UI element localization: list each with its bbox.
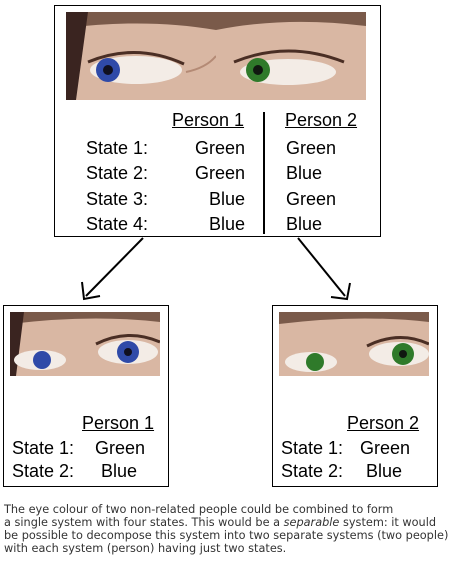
- state-2-label: State 2:: [86, 163, 149, 183]
- state-3-label: State 3:: [86, 189, 149, 209]
- right-state-1-label: State 1:: [281, 438, 344, 458]
- left-state-1-value: Green: [95, 438, 146, 458]
- right-state-2-value: Blue: [366, 461, 403, 481]
- caption-line-3: be possible to decompose this system int…: [4, 529, 449, 542]
- eye-green-image: [216, 12, 366, 100]
- left-state-1-label: State 1:: [12, 438, 75, 458]
- right-header-person-2: Person 2: [347, 413, 420, 433]
- state-1-label: State 1:: [86, 138, 149, 158]
- left-state-2-label: State 2:: [12, 461, 75, 481]
- state-3-person-1: Blue: [208, 189, 245, 209]
- person-1-panel: Person 1 State 1: Green State 2: Blue: [3, 305, 169, 487]
- state-2-person-1: Green: [194, 163, 245, 183]
- state-3-person-2: Green: [286, 189, 337, 209]
- right-state-1-value: Green: [360, 438, 411, 458]
- left-state-2-value: Blue: [101, 461, 138, 481]
- caption-line-2: a single system with four states. This w…: [4, 516, 454, 529]
- column-divider: [263, 112, 265, 234]
- person-1-eye-photo: [10, 312, 160, 376]
- caption-line-1: The eye colour of two non-related people…: [4, 503, 394, 516]
- state-2-person-2: Blue: [286, 163, 323, 183]
- two-eyes-photo: [66, 12, 216, 100]
- header-person-1: Person 1: [172, 110, 245, 130]
- state-1-person-2: Green: [286, 138, 337, 158]
- state-4-label: State 4:: [86, 214, 149, 234]
- combined-system-panel: Person 1 Person 2 State 1: Green Green S…: [54, 5, 381, 237]
- eye-blue-image: [66, 12, 216, 100]
- caption-line-2-end: system: it would: [339, 516, 436, 529]
- state-1-person-1: Green: [194, 138, 245, 158]
- two-eyes-photo-right: [216, 12, 366, 100]
- person-2-panel: Person 2 State 1: Green State 2: Blue: [272, 305, 438, 487]
- right-state-2-label: State 2:: [281, 461, 344, 481]
- caption-emphasis: separable: [283, 516, 340, 529]
- state-4-person-2: Blue: [286, 214, 323, 234]
- person-2-eye-photo: [279, 312, 429, 376]
- caption-line-4: with each system (person) having just tw…: [4, 542, 287, 555]
- blue-eye-icon: [10, 312, 160, 376]
- caption-line-2-start: a single system with four states. This w…: [4, 516, 284, 529]
- left-header-person-1: Person 1: [82, 413, 155, 433]
- green-eye-icon: [279, 312, 429, 376]
- state-4-person-1: Blue: [208, 214, 245, 234]
- header-person-2: Person 2: [285, 110, 358, 130]
- caption-text: The eye colour of two non-related people…: [4, 503, 454, 555]
